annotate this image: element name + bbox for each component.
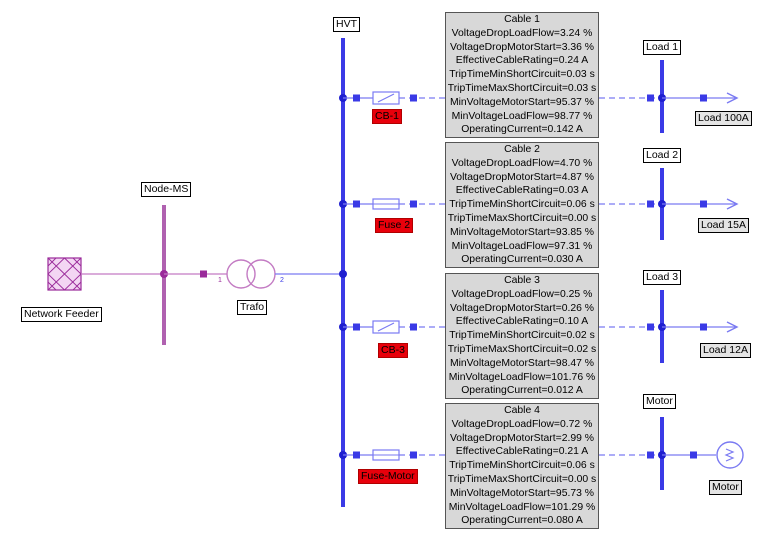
cable-row: OperatingCurrent=0.030 A [461,254,583,266]
cable-row: TripTimeMinShortCircuit=0.06 s [449,199,595,211]
cable-row: MinVoltageLoadFlow=98.77 % [451,110,593,122]
cable-row: MinVoltageLoadFlow=101.76 % [448,371,596,383]
cable-row: VoltageDropLoadFlow=0.72 % [451,418,593,430]
cable-1-box[interactable]: Cable 1 VoltageDropLoadFlow=3.24 % Volta… [445,12,599,139]
network-feeder-symbol[interactable] [47,257,82,291]
cable-row: MinVoltageLoadFlow=97.31 % [451,240,593,252]
cable-row: EffectiveCableRating=0.21 A [455,446,589,458]
cable-title: Cable 3 [504,275,540,286]
trafo-pin-1: 1 [218,277,222,284]
cable-row: OperatingCurrent=0.080 A [461,515,583,527]
bus-load-2-label[interactable]: Load 2 [643,148,682,163]
cable-row: TripTimeMaxShortCircuit=0.03 s [447,82,597,94]
cable-row: MinVoltageLoadFlow=101.29 % [448,501,596,513]
connection-point [410,451,417,459]
connection-point [410,323,417,331]
trafo-pin-2: 2 [280,277,284,284]
cable-row: TripTimeMinShortCircuit=0.03 s [449,69,595,81]
hvt-junction-trafo [339,270,347,278]
load-100a-label[interactable]: Load 100A [695,111,752,126]
motor-icon [716,441,744,469]
connection-point [647,451,654,459]
cable-row: VoltageDropMotorStart=4.87 % [449,171,595,183]
bus-load-1-label[interactable]: Load 1 [643,40,682,55]
cable-row: VoltageDropLoadFlow=0.25 % [451,288,593,300]
connection-point [353,94,360,102]
motor-winding-icon [724,448,735,462]
cable-3-box[interactable]: Cable 3 VoltageDropLoadFlow=0.25 % Volta… [445,273,599,400]
node-ms-label[interactable]: Node-MS [141,182,192,197]
trafo-label[interactable]: Trafo [237,300,268,315]
cb-3-tag[interactable]: CB-3 [378,343,408,358]
cable-2-box[interactable]: Cable 2 VoltageDropLoadFlow=4.70 % Volta… [445,142,599,269]
cable-title: Cable 1 [504,14,540,25]
connection-point [410,94,417,102]
cable-row: OperatingCurrent=0.142 A [461,124,583,136]
connection-point [353,200,360,208]
connection-point [700,94,707,102]
connection-point [410,200,417,208]
cable-row: MinVoltageMotorStart=95.73 % [449,487,595,499]
cable-4-box[interactable]: Cable 4 VoltageDropLoadFlow=0.72 % Volta… [445,403,599,530]
cable-row: OperatingCurrent=0.012 A [461,385,583,397]
transformer-symbol[interactable] [226,259,276,289]
hvt-label[interactable]: HVT [333,17,360,32]
cable-row: VoltageDropMotorStart=3.36 % [449,41,595,53]
load-arrow-icon [726,198,739,210]
bus-load-3-label[interactable]: Load 3 [643,270,682,285]
load-15a-label[interactable]: Load 15A [698,218,749,233]
network-feeder-label[interactable]: Network Feeder [21,307,102,322]
cable-row: TripTimeMinShortCircuit=0.02 s [449,330,595,342]
connection-point [700,200,707,208]
cable-title: Cable 4 [504,405,540,416]
cable-row: MinVoltageMotorStart=95.37 % [449,96,595,108]
cable-row: MinVoltageMotorStart=98.47 % [449,357,595,369]
cable-row: EffectiveCableRating=0.10 A [455,316,589,328]
load-arrow-icon [726,321,739,333]
connection-point [700,323,707,331]
connection-point [353,323,360,331]
cable-row: EffectiveCableRating=0.24 A [455,55,589,67]
cable-row: VoltageDropLoadFlow=3.24 % [451,27,593,39]
connection-point [690,451,697,459]
ms-connection-point [200,270,207,278]
fuse-motor-tag[interactable]: Fuse-Motor [358,469,418,484]
connection-point [647,94,654,102]
load-12a-label[interactable]: Load 12A [700,343,751,358]
cable-row: TripTimeMinShortCircuit=0.06 s [449,460,595,472]
cable-row: EffectiveCableRating=0.03 A [455,185,589,197]
motor-label[interactable]: Motor [709,480,742,495]
connection-point [647,323,654,331]
fuse-2-tag[interactable]: Fuse 2 [375,218,414,233]
load-arrow-icon [726,92,739,104]
cable-row: VoltageDropMotorStart=0.26 % [449,302,595,314]
cable-row: VoltageDropMotorStart=2.99 % [449,432,595,444]
cable-row: TripTimeMaxShortCircuit=0.00 s [447,473,597,485]
cable-row: TripTimeMaxShortCircuit=0.02 s [447,343,597,355]
cable-title: Cable 2 [504,144,540,155]
bus-motor-label[interactable]: Motor [643,394,676,409]
breaker-contact [377,322,395,332]
connection-point [647,200,654,208]
cable-row: MinVoltageMotorStart=93.85 % [449,226,595,238]
breaker-contact [377,93,395,103]
cb-1-tag[interactable]: CB-1 [372,109,402,124]
connection-point [353,451,360,459]
cable-row: TripTimeMaxShortCircuit=0.00 s [447,212,597,224]
cable-row: VoltageDropLoadFlow=4.70 % [451,157,593,169]
